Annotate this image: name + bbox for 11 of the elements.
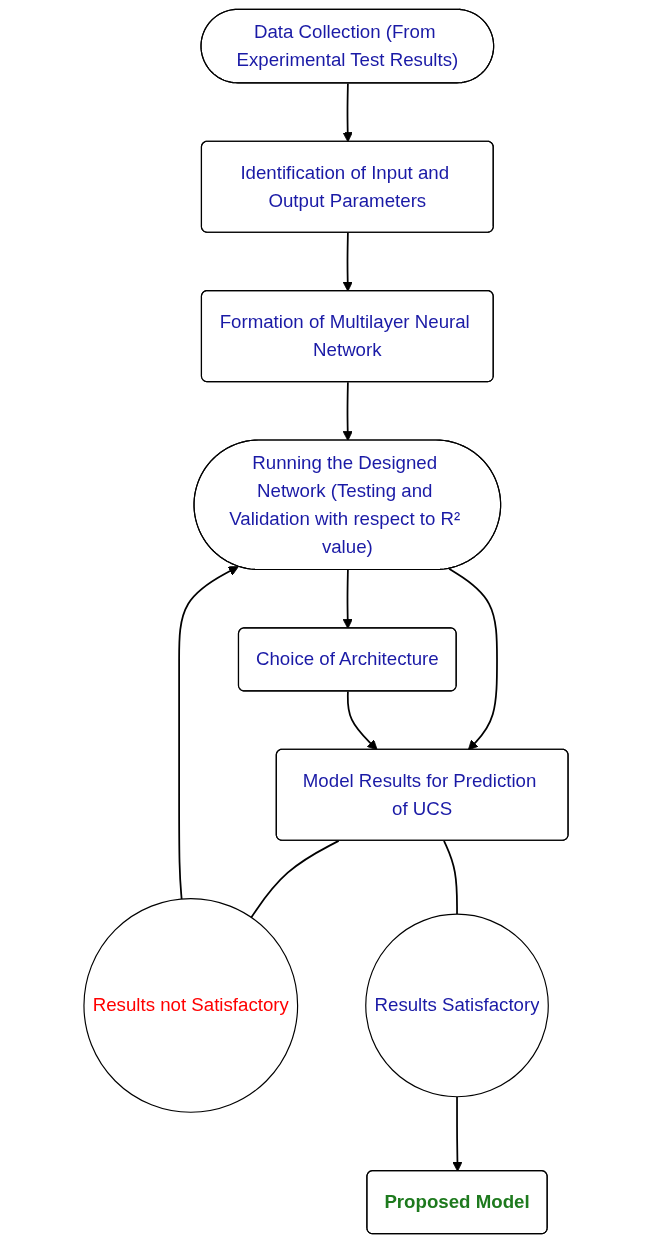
- node-circle: Results not Satisfactory: [83, 898, 299, 1113]
- arrow: [342, 82, 353, 143]
- arrow: [342, 569, 353, 629]
- connector: [443, 840, 458, 916]
- connector: [250, 840, 340, 919]
- arrow: [452, 1095, 463, 1172]
- arrow: [342, 231, 353, 292]
- arrow: [346, 690, 378, 751]
- arrow: [448, 567, 498, 751]
- node-circle: Results Satisfactory: [365, 913, 549, 1098]
- arrow: [178, 566, 239, 900]
